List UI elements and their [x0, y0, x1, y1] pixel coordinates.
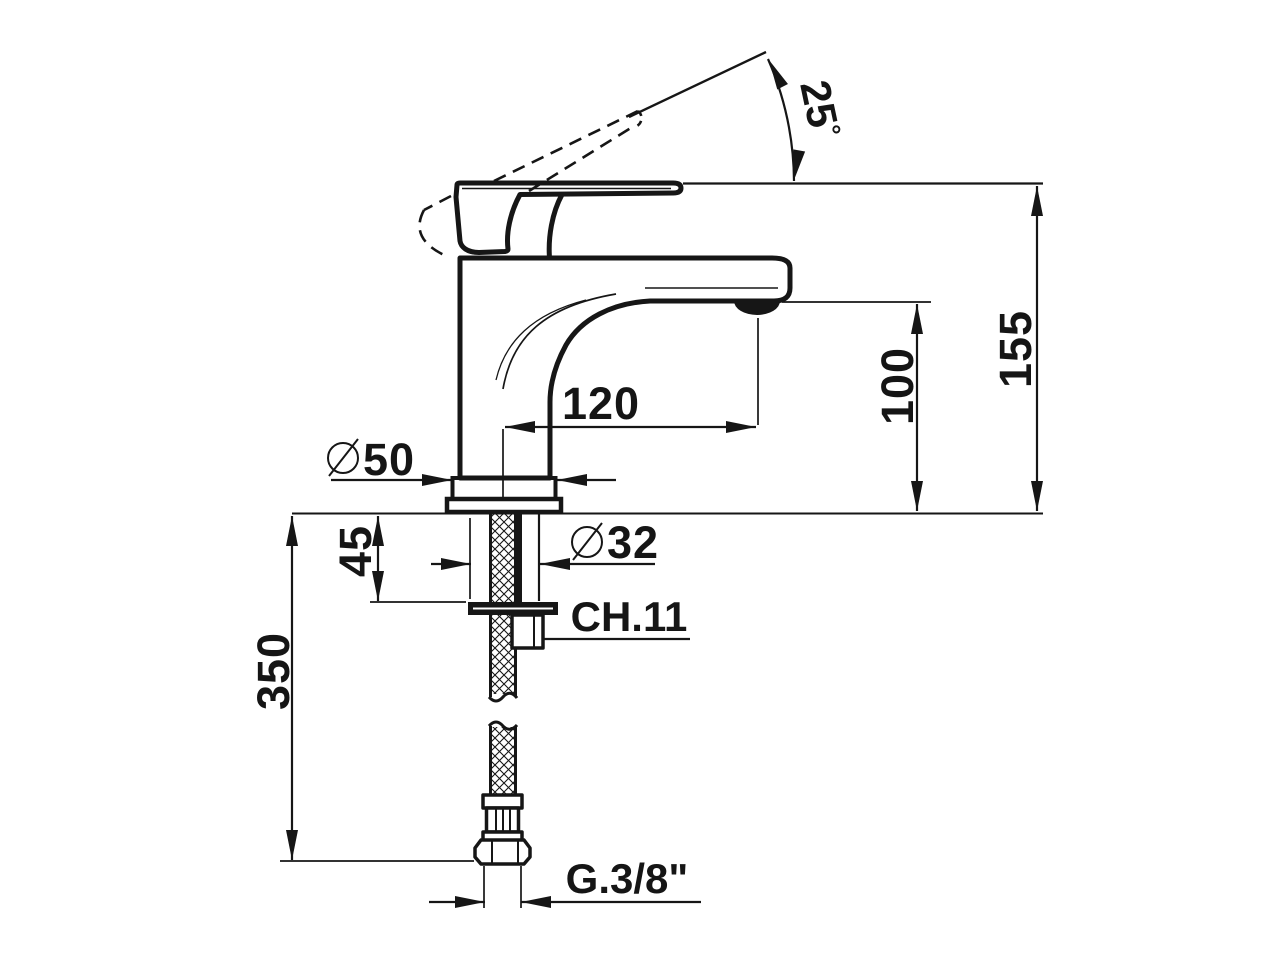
dim-clamp-thickness: 45 — [330, 516, 466, 603]
clamp-thickness-label: 45 — [330, 525, 381, 577]
threaded-stud — [514, 514, 541, 603]
braided-hose-lower — [487, 720, 519, 796]
handle-neck-curve — [546, 192, 565, 261]
spout-highlight-curve — [502, 293, 617, 390]
dim-thread-size: G.3/8" — [429, 855, 701, 908]
below-deck-assembly — [468, 514, 558, 866]
hex-nut — [473, 838, 532, 866]
overall-height-label: 155 — [990, 310, 1041, 388]
shank-diameter-label: 32 — [607, 517, 659, 568]
diameter-symbol — [327, 438, 359, 477]
base-plate — [444, 496, 564, 515]
spout-reach-label: 120 — [562, 378, 640, 429]
dim-overall-height: 155 — [683, 182, 1043, 511]
faucet-outline — [444, 180, 793, 515]
dim-base-diameter: 50 — [327, 434, 616, 486]
dim-spout-height: 100 — [782, 301, 931, 511]
dim-spout-reach: 120 — [502, 318, 759, 497]
diameter-symbol — [571, 522, 603, 561]
aerator — [734, 301, 780, 315]
faucet-body — [457, 255, 793, 481]
dim-shank-diameter: 32 — [431, 517, 659, 599]
base-diameter-label: 50 — [363, 434, 415, 485]
dim-handle-angle: 25° — [628, 50, 849, 182]
wrench-size-label: CH.11 — [571, 593, 688, 640]
mounting-washer — [468, 602, 558, 615]
angle-label: 25° — [791, 76, 849, 142]
angle-reference-line — [628, 50, 767, 119]
thread-size-label: G.3/8" — [566, 855, 689, 902]
dim-hose-length: 350 — [248, 516, 474, 862]
spout-highlight-curve-2 — [495, 299, 587, 381]
base-plinth — [450, 476, 558, 501]
hose-end-fitting — [473, 793, 532, 866]
callout-wrench-size: CH.11 — [543, 593, 690, 641]
lock-nut — [510, 613, 545, 650]
lever-handle — [453, 180, 684, 255]
hose-length-label: 350 — [248, 632, 299, 710]
spout-height-label: 100 — [872, 347, 923, 425]
